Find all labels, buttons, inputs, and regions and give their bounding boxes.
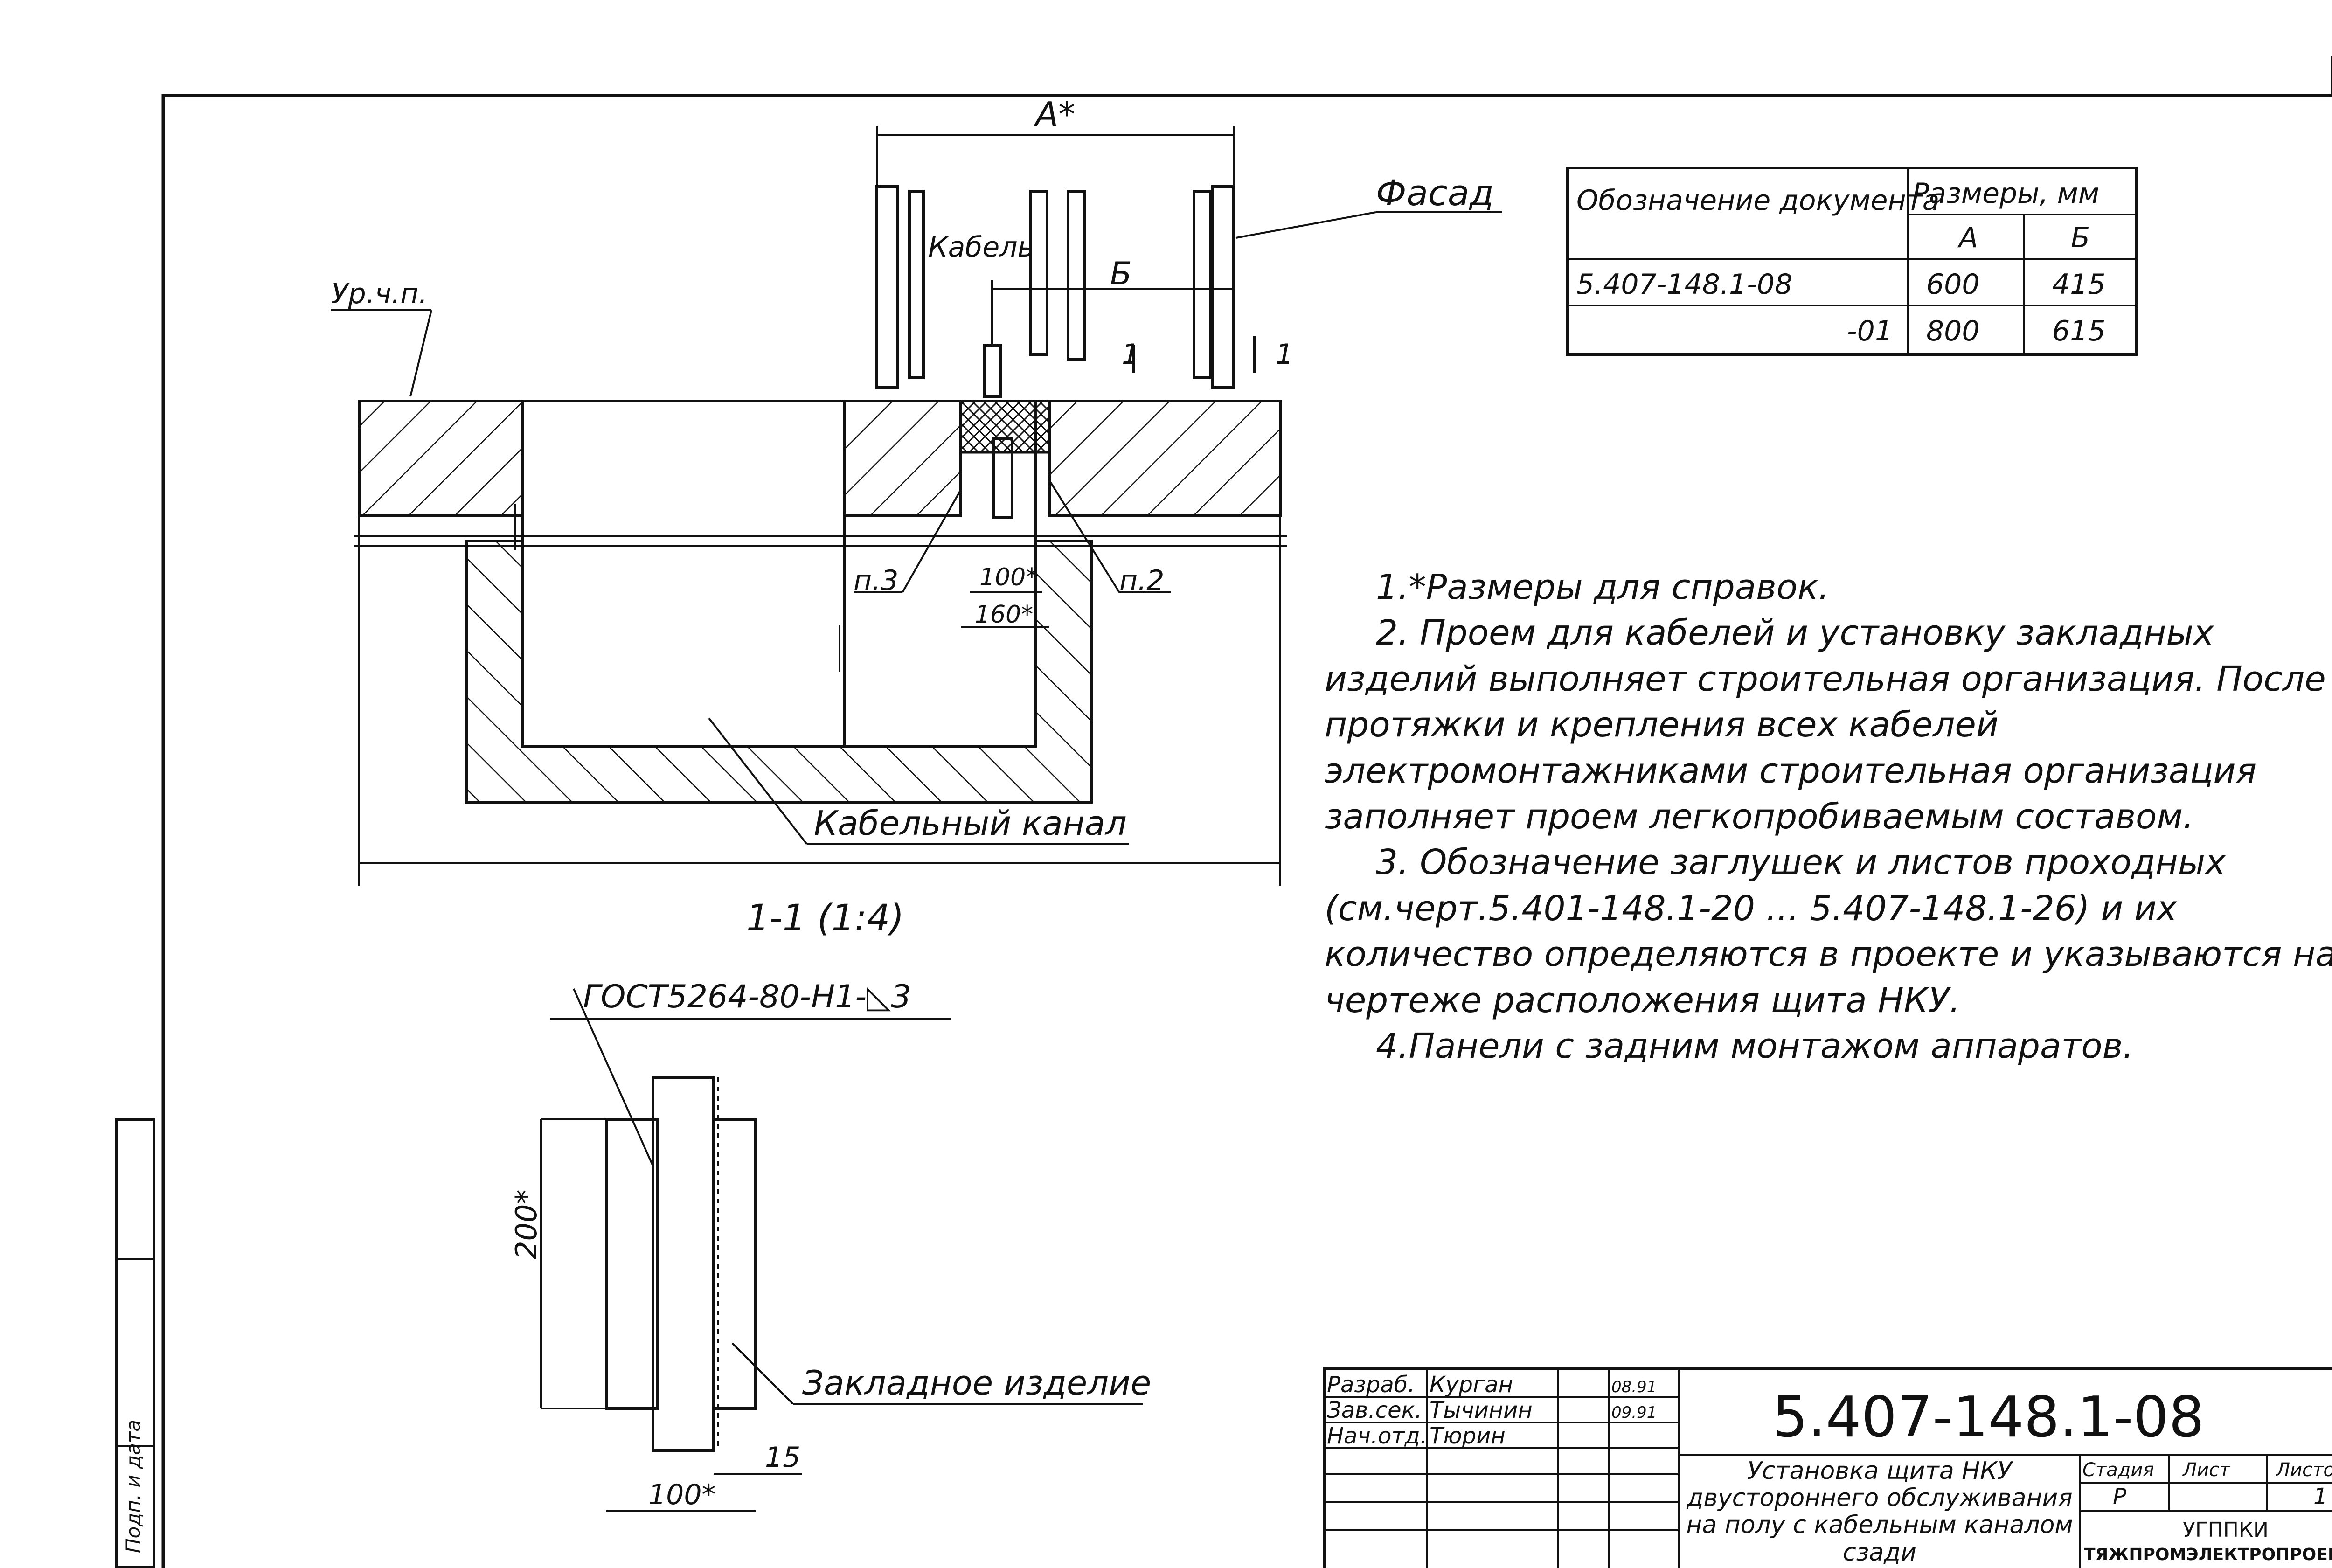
stage-value: Р [2113, 1484, 2126, 1510]
sheets-label: Листов [2275, 1459, 2332, 1481]
section-title: 1-1 (1:4) [746, 897, 904, 939]
col-b: Б [2071, 222, 2090, 254]
role-1: Разраб. [1327, 1372, 1415, 1398]
sheet-frame [161, 94, 2332, 1568]
date-2: 09.91 [1611, 1403, 1657, 1422]
drawing-code: 5.407-148.1-08 [1772, 1385, 2204, 1450]
section-view: Ур.ч.п. п.3 п.2 100* 160* [331, 278, 1287, 939]
title-block: 5.407-148.1-08 Разраб. Курган 08.91 Зав.… [1323, 1367, 2332, 1568]
section-mark-left: 1 [1122, 338, 1139, 371]
row1-b: 415 [2052, 268, 2106, 301]
drawing-description: Установка щита НКУ двустороннего обслужи… [1686, 1457, 2073, 1567]
role-2: Зав.сек. [1327, 1397, 1422, 1423]
dim-160-label: 160* [975, 601, 1033, 629]
date-1: 08.91 [1611, 1378, 1657, 1396]
name-2: Тычинин [1430, 1397, 1533, 1423]
col-sizes: Размеры, мм [1912, 177, 2099, 210]
note-4: 4.Панели с задним монтажом аппаратов. [1376, 1026, 2134, 1067]
sheets-value: 1 [2313, 1484, 2328, 1510]
org-line2: ТЯЖПРОМЭЛЕКТРОПРОЕКТ [2084, 1545, 2332, 1564]
dim-100-label: 100* [979, 563, 1038, 591]
embed-label: Закладное изделие [802, 1363, 1151, 1402]
notes-block: 1.*Размеры для справок. 2. Проем для каб… [1325, 564, 2332, 1069]
dim-a-label: А* [1034, 95, 1075, 134]
facade-label: Фасад [1376, 172, 1494, 214]
col-designation: Обозначение документа [1576, 184, 1939, 217]
note-3: 3. Обозначение заглушек и листов проходн… [1325, 842, 2332, 1020]
note-2: 2. Проем для кабелей и установку закладн… [1325, 613, 2326, 837]
side-stamp-label: Подп. и дата [122, 1420, 145, 1553]
row2-b: 615 [2052, 315, 2106, 347]
row1-a: 600 [1926, 268, 1980, 301]
stage-label: Стадия [2082, 1459, 2154, 1481]
row2-designation: -01 [1847, 315, 1893, 347]
org-line1: УГППКИ [2183, 1518, 2269, 1542]
cable-label: Кабель [928, 231, 1034, 264]
name-1: Курган [1430, 1372, 1513, 1398]
row1-designation: 5.407-148.1-08 [1576, 268, 1792, 301]
dim-100b-label: 100* [648, 1478, 716, 1511]
embed-detail: ГОСТ5264-80-Н1-◺3 200* Закладное изделие… [509, 978, 1151, 1512]
section-mark-right: 1 [1276, 338, 1293, 371]
facade-view: А* Б Кабель Фасад 1 1 [875, 95, 1502, 398]
dim-15-label: 15 [765, 1441, 800, 1474]
weld-label: ГОСТ5264-80-Н1-◺3 [583, 978, 911, 1015]
sheet-label: Лист [2182, 1459, 2231, 1481]
level-label: Ур.ч.п. [331, 278, 428, 310]
name-3: Тюрин [1430, 1423, 1506, 1449]
dim-200-label: 200* [509, 1190, 543, 1259]
note-1: 1.*Размеры для справок. [1376, 567, 1830, 607]
side-stamp: Подп. и дата [115, 1118, 155, 1568]
col-a: А [1957, 222, 1978, 254]
channel-label: Кабельный канал [814, 804, 1127, 843]
dim-b-label: Б [1110, 256, 1132, 292]
role-3: Нач.отд. [1327, 1423, 1427, 1449]
doc-table: Обозначение документа Размеры, мм А Б 5.… [1566, 167, 2138, 356]
row2-a: 800 [1926, 315, 1980, 347]
